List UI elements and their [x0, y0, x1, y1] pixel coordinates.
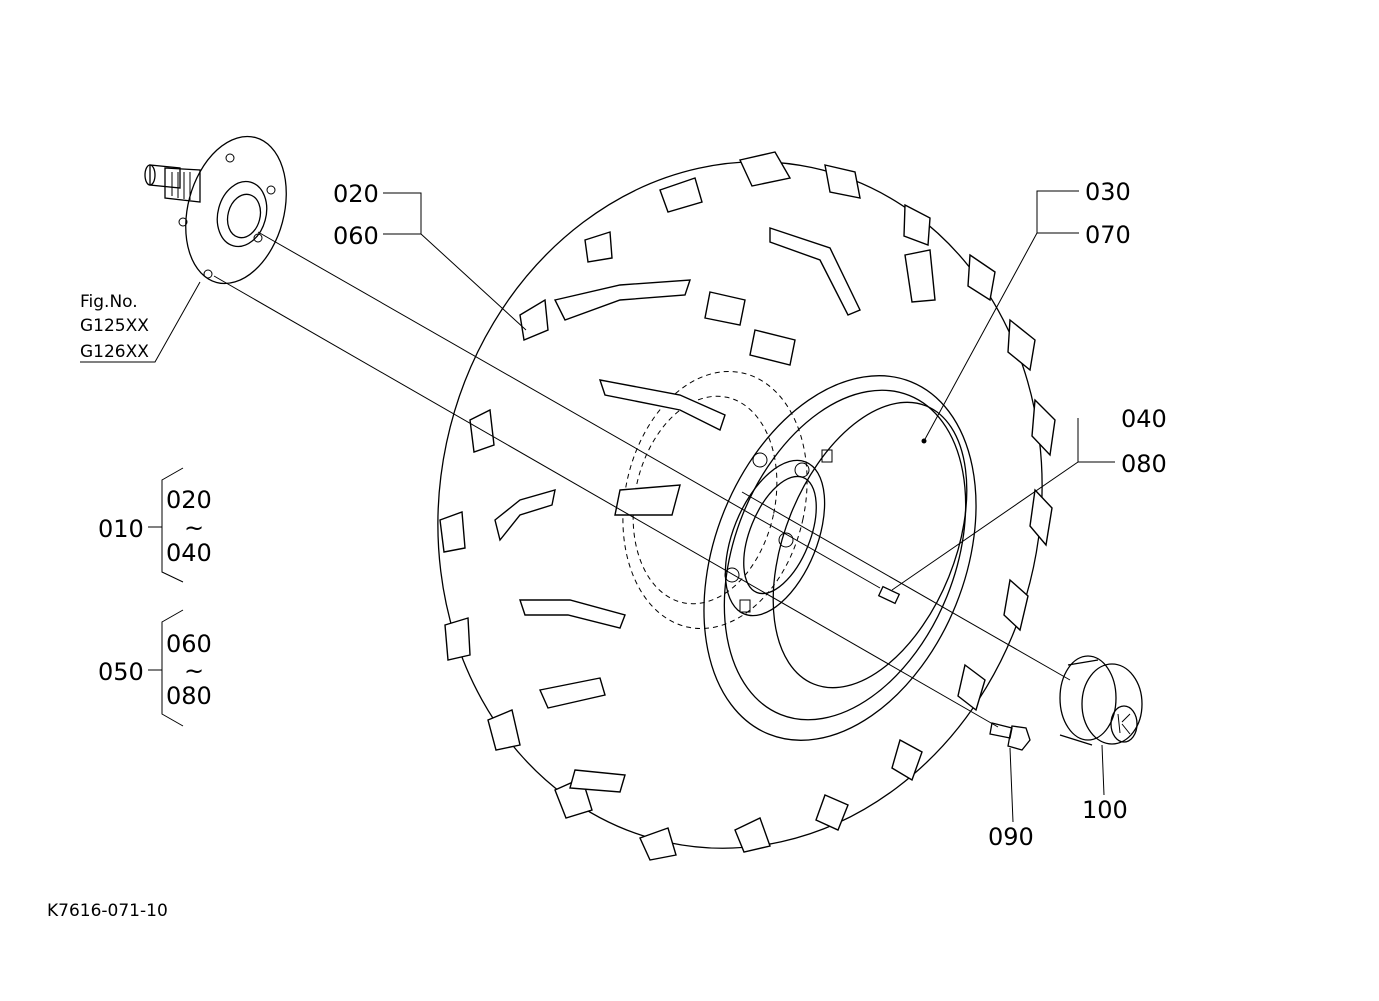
callout-090: 090	[988, 747, 1034, 851]
group-010-tilde: ~	[184, 514, 204, 542]
group-050-from: 060	[166, 630, 212, 658]
callout-100: 100	[1082, 744, 1128, 824]
callout-070: 070	[1085, 221, 1131, 249]
callout-020: 020	[333, 180, 379, 208]
callout-100: 100	[1082, 796, 1128, 824]
fig-code-2: G126XX	[80, 342, 149, 362]
group-010-parent: 010	[98, 515, 144, 543]
valve	[877, 585, 901, 605]
wheel-rim	[703, 375, 977, 741]
figure-reference: Fig.No. G125XX G126XX	[80, 281, 201, 363]
callout-030-070: 030 070	[923, 178, 1131, 442]
group-050-tilde: ~	[184, 657, 204, 685]
group-050: 050 060 ~ 080	[98, 609, 212, 727]
group-050-parent: 050	[98, 658, 144, 686]
group-050-to: 080	[166, 682, 212, 710]
callout-030: 030	[1085, 178, 1131, 206]
wheel-bolt	[989, 722, 1031, 751]
drawing-code: K7616-071-10	[47, 901, 168, 921]
group-010-from: 020	[166, 486, 212, 514]
axle-hub-flange	[144, 135, 287, 285]
fig-no-label: Fig.No.	[80, 292, 138, 312]
callout-080: 080	[1121, 450, 1167, 478]
group-010-to: 040	[166, 539, 212, 567]
callout-040-080: 040 080	[891, 405, 1167, 591]
callout-060: 060	[333, 222, 379, 250]
fig-code-1: G125XX	[80, 316, 149, 336]
hub-cap	[1059, 655, 1143, 746]
alignment-lines	[213, 231, 1071, 728]
callout-020-060: 020 060	[333, 180, 527, 331]
callout-040: 040	[1121, 405, 1167, 433]
tire	[437, 151, 1056, 861]
group-010: 010 020 ~ 040	[98, 467, 212, 583]
callout-090: 090	[988, 823, 1034, 851]
